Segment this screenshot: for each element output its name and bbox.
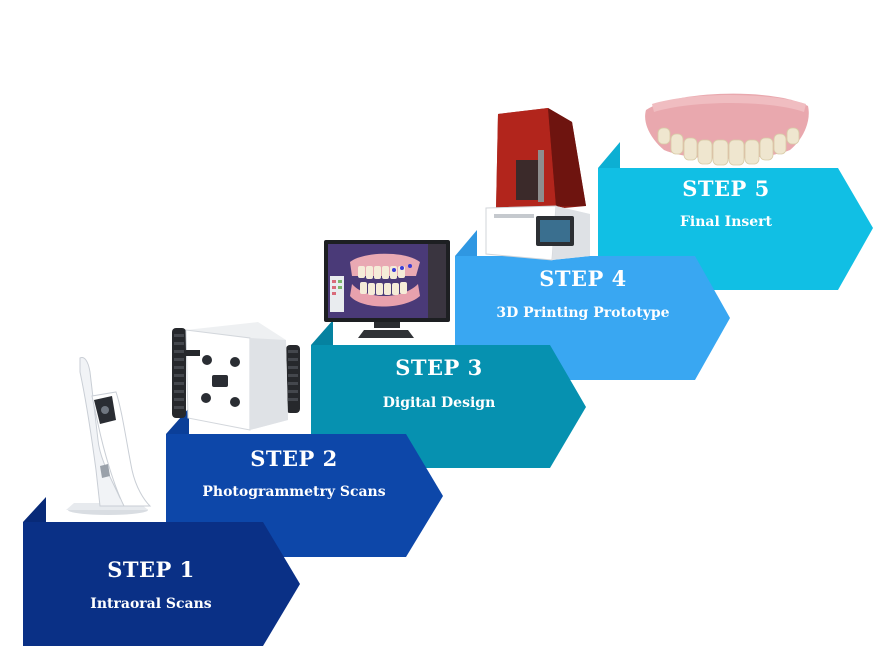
photogrammetry-camera-icon [172, 322, 300, 431]
step-2-title: STEP 2 [250, 446, 338, 471]
step-3-title: STEP 3 [395, 355, 483, 380]
step-4-subtitle: 3D Printing Prototype [496, 305, 670, 321]
intraoral-scanner-icon [66, 357, 152, 515]
step-1-subtitle: Intraoral Scans [90, 596, 212, 612]
denture-prosthesis-icon [645, 93, 809, 166]
step-4-title: STEP 4 [539, 266, 627, 291]
step-1-title: STEP 1 [107, 557, 195, 582]
step-3-subtitle: Digital Design [382, 395, 496, 411]
3d-printer-icon [485, 108, 590, 261]
step-5-title: STEP 5 [682, 176, 770, 201]
step-2-subtitle: Photogrammetry Scans [202, 484, 386, 500]
design-monitor-icon [324, 240, 450, 338]
step-5-subtitle: Final Insert [679, 214, 773, 230]
step-1-arrow [23, 497, 300, 646]
